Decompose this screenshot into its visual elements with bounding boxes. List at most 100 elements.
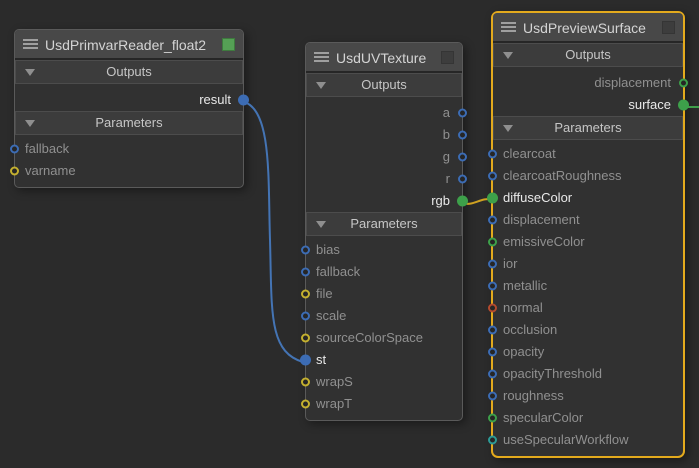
port-dot-opacityThreshold[interactable] [488,369,497,379]
outputs-section-header[interactable]: Outputs [493,43,683,67]
port-dot-ior[interactable] [488,259,497,269]
node-usdpreviewsurface[interactable]: UsdPreviewSurface Outputs displacement su… [487,11,689,458]
display-flag[interactable] [441,51,454,64]
param-row-useSpecularWorkflow: useSpecularWorkflow [488,429,683,451]
param-row-varname: varname [10,160,243,182]
port-dot-g[interactable] [458,152,467,162]
port-dot-surface[interactable] [678,99,689,111]
parameters-list: fallback varname [10,135,243,187]
port-label-ior: ior [503,256,518,271]
port-label-emissiveColor: emissiveColor [503,234,585,249]
outputs-section-header[interactable]: Outputs [15,60,243,84]
port-dot-fallback[interactable] [301,267,310,277]
port-label-specularColor: specularColor [503,410,584,425]
param-row-wrapT: wrapT [301,393,462,415]
collapse-triangle-icon[interactable] [503,52,513,59]
collapse-triangle-icon[interactable] [503,125,513,132]
param-row-occlusion: occlusion [488,319,683,341]
collapse-triangle-icon[interactable] [316,221,326,228]
port-dot-sourceColorSpace[interactable] [301,333,310,343]
output-row-rgb: rgb [306,190,468,212]
node-header[interactable]: UsdUVTexture [306,43,462,73]
port-label-rgb: rgb [431,193,450,208]
port-dot-opacity[interactable] [488,347,497,357]
port-label-displacement: displacement [503,212,580,227]
section-label: Outputs [565,47,611,62]
param-row-fallback: fallback [10,138,243,160]
port-label-displacement: displacement [594,75,671,90]
port-dot-roughness[interactable] [488,391,497,401]
output-row-r: r [306,168,467,190]
port-dot-fallback[interactable] [10,144,19,154]
output-row-surface: surface [493,94,689,116]
port-dot-st[interactable] [300,354,311,366]
outputs-section-header[interactable]: Outputs [306,73,462,97]
display-flag[interactable] [662,21,675,34]
param-row-clearcoat: clearcoat [488,143,683,165]
node-header[interactable]: UsdPreviewSurface [493,13,683,43]
port-dot-displacement[interactable] [679,78,688,88]
port-dot-clearcoatRoughness[interactable] [488,171,497,181]
port-label-bias: bias [316,242,340,257]
param-row-wrapS: wrapS [301,371,462,393]
collapse-triangle-icon[interactable] [25,120,35,127]
port-dot-diffuseColor[interactable] [487,192,498,204]
port-dot-b[interactable] [458,130,467,140]
port-dot-file[interactable] [301,289,310,299]
node-title: UsdPrimvarReader_float2 [45,37,207,53]
display-flag[interactable] [222,38,235,51]
port-label-roughness: roughness [503,388,564,403]
port-dot-wrapS[interactable] [301,377,310,387]
port-dot-metallic[interactable] [488,281,497,291]
output-row-a: a [306,102,467,124]
port-dot-clearcoat[interactable] [488,149,497,159]
port-dot-specularColor[interactable] [488,413,497,423]
port-label-occlusion: occlusion [503,322,558,337]
hamburger-menu-icon[interactable] [23,37,38,51]
parameters-section-header[interactable]: Parameters [493,116,683,140]
node-title: UsdPreviewSurface [523,20,646,36]
collapse-triangle-icon[interactable] [25,69,35,76]
port-dot-r[interactable] [458,174,467,184]
section-label: Outputs [361,77,407,92]
port-label-a: a [442,105,450,120]
port-dot-useSpecularWorkflow[interactable] [488,435,497,445]
collapse-triangle-icon[interactable] [316,82,326,89]
section-label: Outputs [106,64,152,79]
port-label-wrapS: wrapS [316,374,353,389]
hamburger-menu-icon[interactable] [314,50,329,64]
port-label-b: b [442,127,450,142]
node-header[interactable]: UsdPrimvarReader_float2 [15,30,243,60]
parameters-section-header[interactable]: Parameters [306,212,462,236]
param-row-diffuseColor: diffuseColor [487,187,683,209]
port-dot-displacement[interactable] [488,215,497,225]
node-usdprimvarreader-float2[interactable]: UsdPrimvarReader_float2 Outputs result P… [10,29,249,188]
output-row-b: b [306,124,467,146]
param-row-sourceColorSpace: sourceColorSpace [301,327,462,349]
section-label: Parameters [95,115,163,130]
hamburger-menu-icon[interactable] [501,20,516,34]
wire-result-to-st[interactable] [243,101,304,363]
port-dot-varname[interactable] [10,166,19,176]
port-dot-scale[interactable] [301,311,310,321]
port-dot-occlusion[interactable] [488,325,497,335]
port-dot-emissiveColor[interactable] [488,237,497,247]
param-row-opacityThreshold: opacityThreshold [488,363,683,385]
port-dot-result[interactable] [238,94,249,106]
port-dot-rgb[interactable] [457,195,468,207]
port-label-fallback: fallback [25,141,70,156]
param-row-metallic: metallic [488,275,683,297]
port-dot-bias[interactable] [301,245,310,255]
port-label-r: r [445,171,450,186]
port-label-result: result [199,92,231,107]
port-label-metallic: metallic [503,278,548,293]
port-label-useSpecularWorkflow: useSpecularWorkflow [503,432,629,447]
output-row-g: g [306,146,467,168]
port-dot-wrapT[interactable] [301,399,310,409]
parameters-section-header[interactable]: Parameters [15,111,243,135]
port-dot-normal[interactable] [488,303,497,313]
port-dot-a[interactable] [458,108,467,118]
